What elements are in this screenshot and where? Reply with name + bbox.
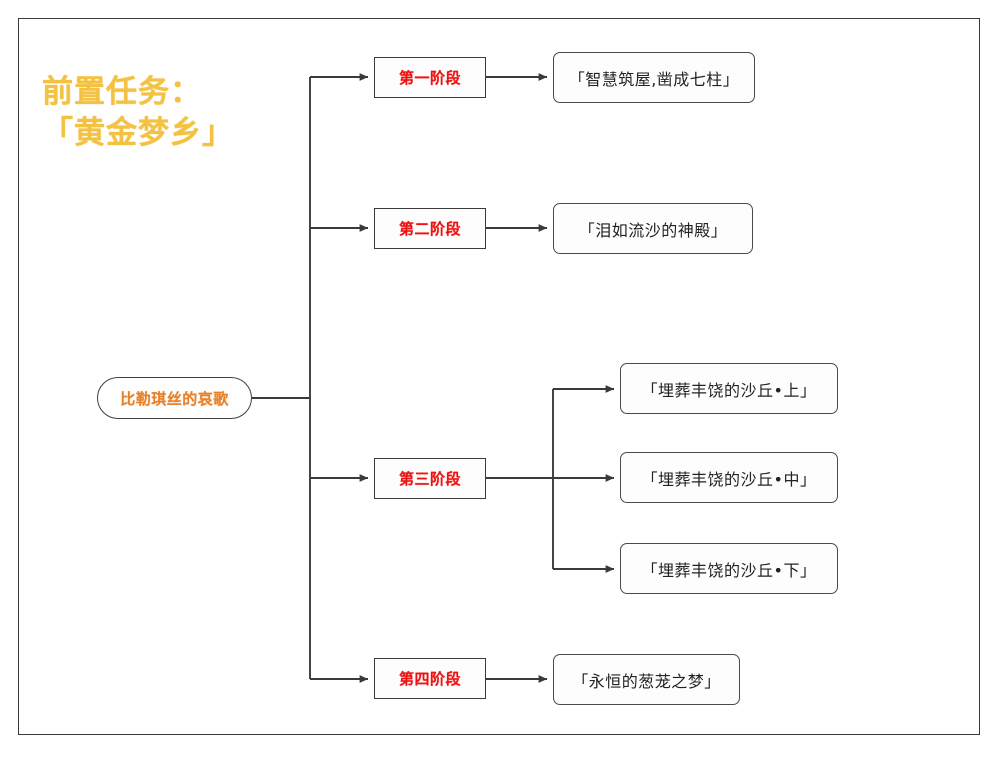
diagram-frame <box>18 18 980 735</box>
stage-node-3-label: 第三阶段 <box>398 470 461 488</box>
quest-node-3-2-label: 「埋葬丰饶的沙丘•中」 <box>641 469 817 489</box>
quest-node-2-1-label: 「泪如流沙的神殿」 <box>578 220 728 240</box>
quest-node-4-1[interactable]: 「永恒的葱茏之梦」 <box>553 654 740 705</box>
root-node[interactable]: 比勒琪丝的哀歌 <box>97 377 252 419</box>
page-title: 前置任务： 「黄金梦乡」 <box>42 74 234 151</box>
quest-node-3-3[interactable]: 「埋葬丰饶的沙丘•下」 <box>620 543 838 594</box>
quest-node-1-1-label: 「智慧筑屋,凿成七柱」 <box>568 69 740 89</box>
stage-node-4-label: 第四阶段 <box>398 670 461 688</box>
stage-node-2-label: 第二阶段 <box>398 220 461 238</box>
quest-node-1-1[interactable]: 「智慧筑屋,凿成七柱」 <box>553 52 755 103</box>
quest-node-3-1[interactable]: 「埋葬丰饶的沙丘•上」 <box>620 363 838 414</box>
stage-node-1[interactable]: 第一阶段 <box>374 57 486 98</box>
quest-node-4-1-label: 「永恒的葱茏之梦」 <box>572 671 721 691</box>
stage-node-4[interactable]: 第四阶段 <box>374 658 486 699</box>
quest-node-2-1[interactable]: 「泪如流沙的神殿」 <box>553 203 753 254</box>
quest-node-3-1-label: 「埋葬丰饶的沙丘•上」 <box>641 380 817 400</box>
quest-node-3-2[interactable]: 「埋葬丰饶的沙丘•中」 <box>620 452 838 503</box>
stage-node-3[interactable]: 第三阶段 <box>374 458 486 499</box>
stage-node-2[interactable]: 第二阶段 <box>374 208 486 249</box>
root-node-label: 比勒琪丝的哀歌 <box>120 389 229 408</box>
stage-node-1-label: 第一阶段 <box>398 69 461 87</box>
quest-node-3-3-label: 「埋葬丰饶的沙丘•下」 <box>641 560 817 580</box>
